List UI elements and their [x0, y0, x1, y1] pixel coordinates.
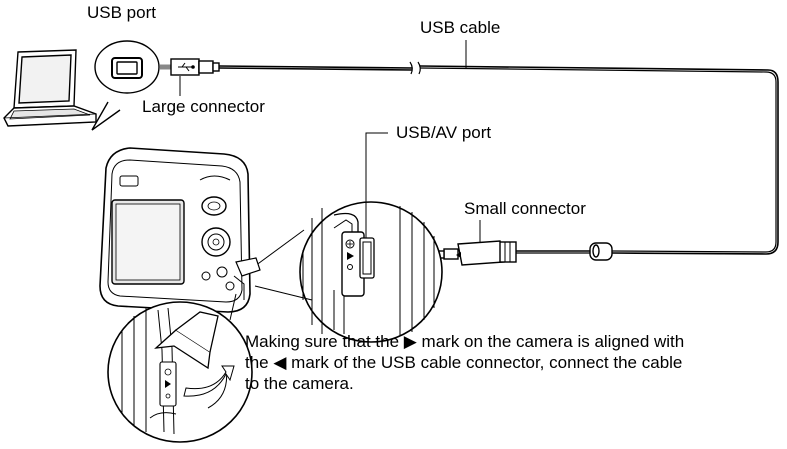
large-connector-label: Large connector — [142, 97, 265, 116]
caption-line-1: Making sure that the ▶ mark on the camer… — [245, 332, 685, 351]
small-connector-label: Small connector — [464, 199, 586, 218]
laptop-icon — [3, 49, 97, 127]
caption-line-2: the ◀ mark of the USB cable connector, c… — [245, 353, 683, 372]
usb-cable-label: USB cable — [420, 18, 501, 37]
caption-line-3: to the camera. — [245, 374, 354, 393]
usb-av-port-closeup — [299, 132, 443, 343]
usb-av-port-label: USB/AV port — [396, 123, 492, 142]
usb-port-callout — [91, 40, 160, 131]
large-connector — [160, 58, 220, 96]
camera-icon — [99, 147, 261, 313]
cover-opening-closeup — [107, 293, 253, 443]
usb-symbol-icon — [178, 62, 195, 72]
instruction-caption: Making sure that the ▶ mark on the camer… — [245, 331, 785, 394]
usb-cable — [218, 40, 779, 261]
small-connector — [433, 220, 517, 266]
usb-port-label: USB port — [87, 3, 156, 22]
